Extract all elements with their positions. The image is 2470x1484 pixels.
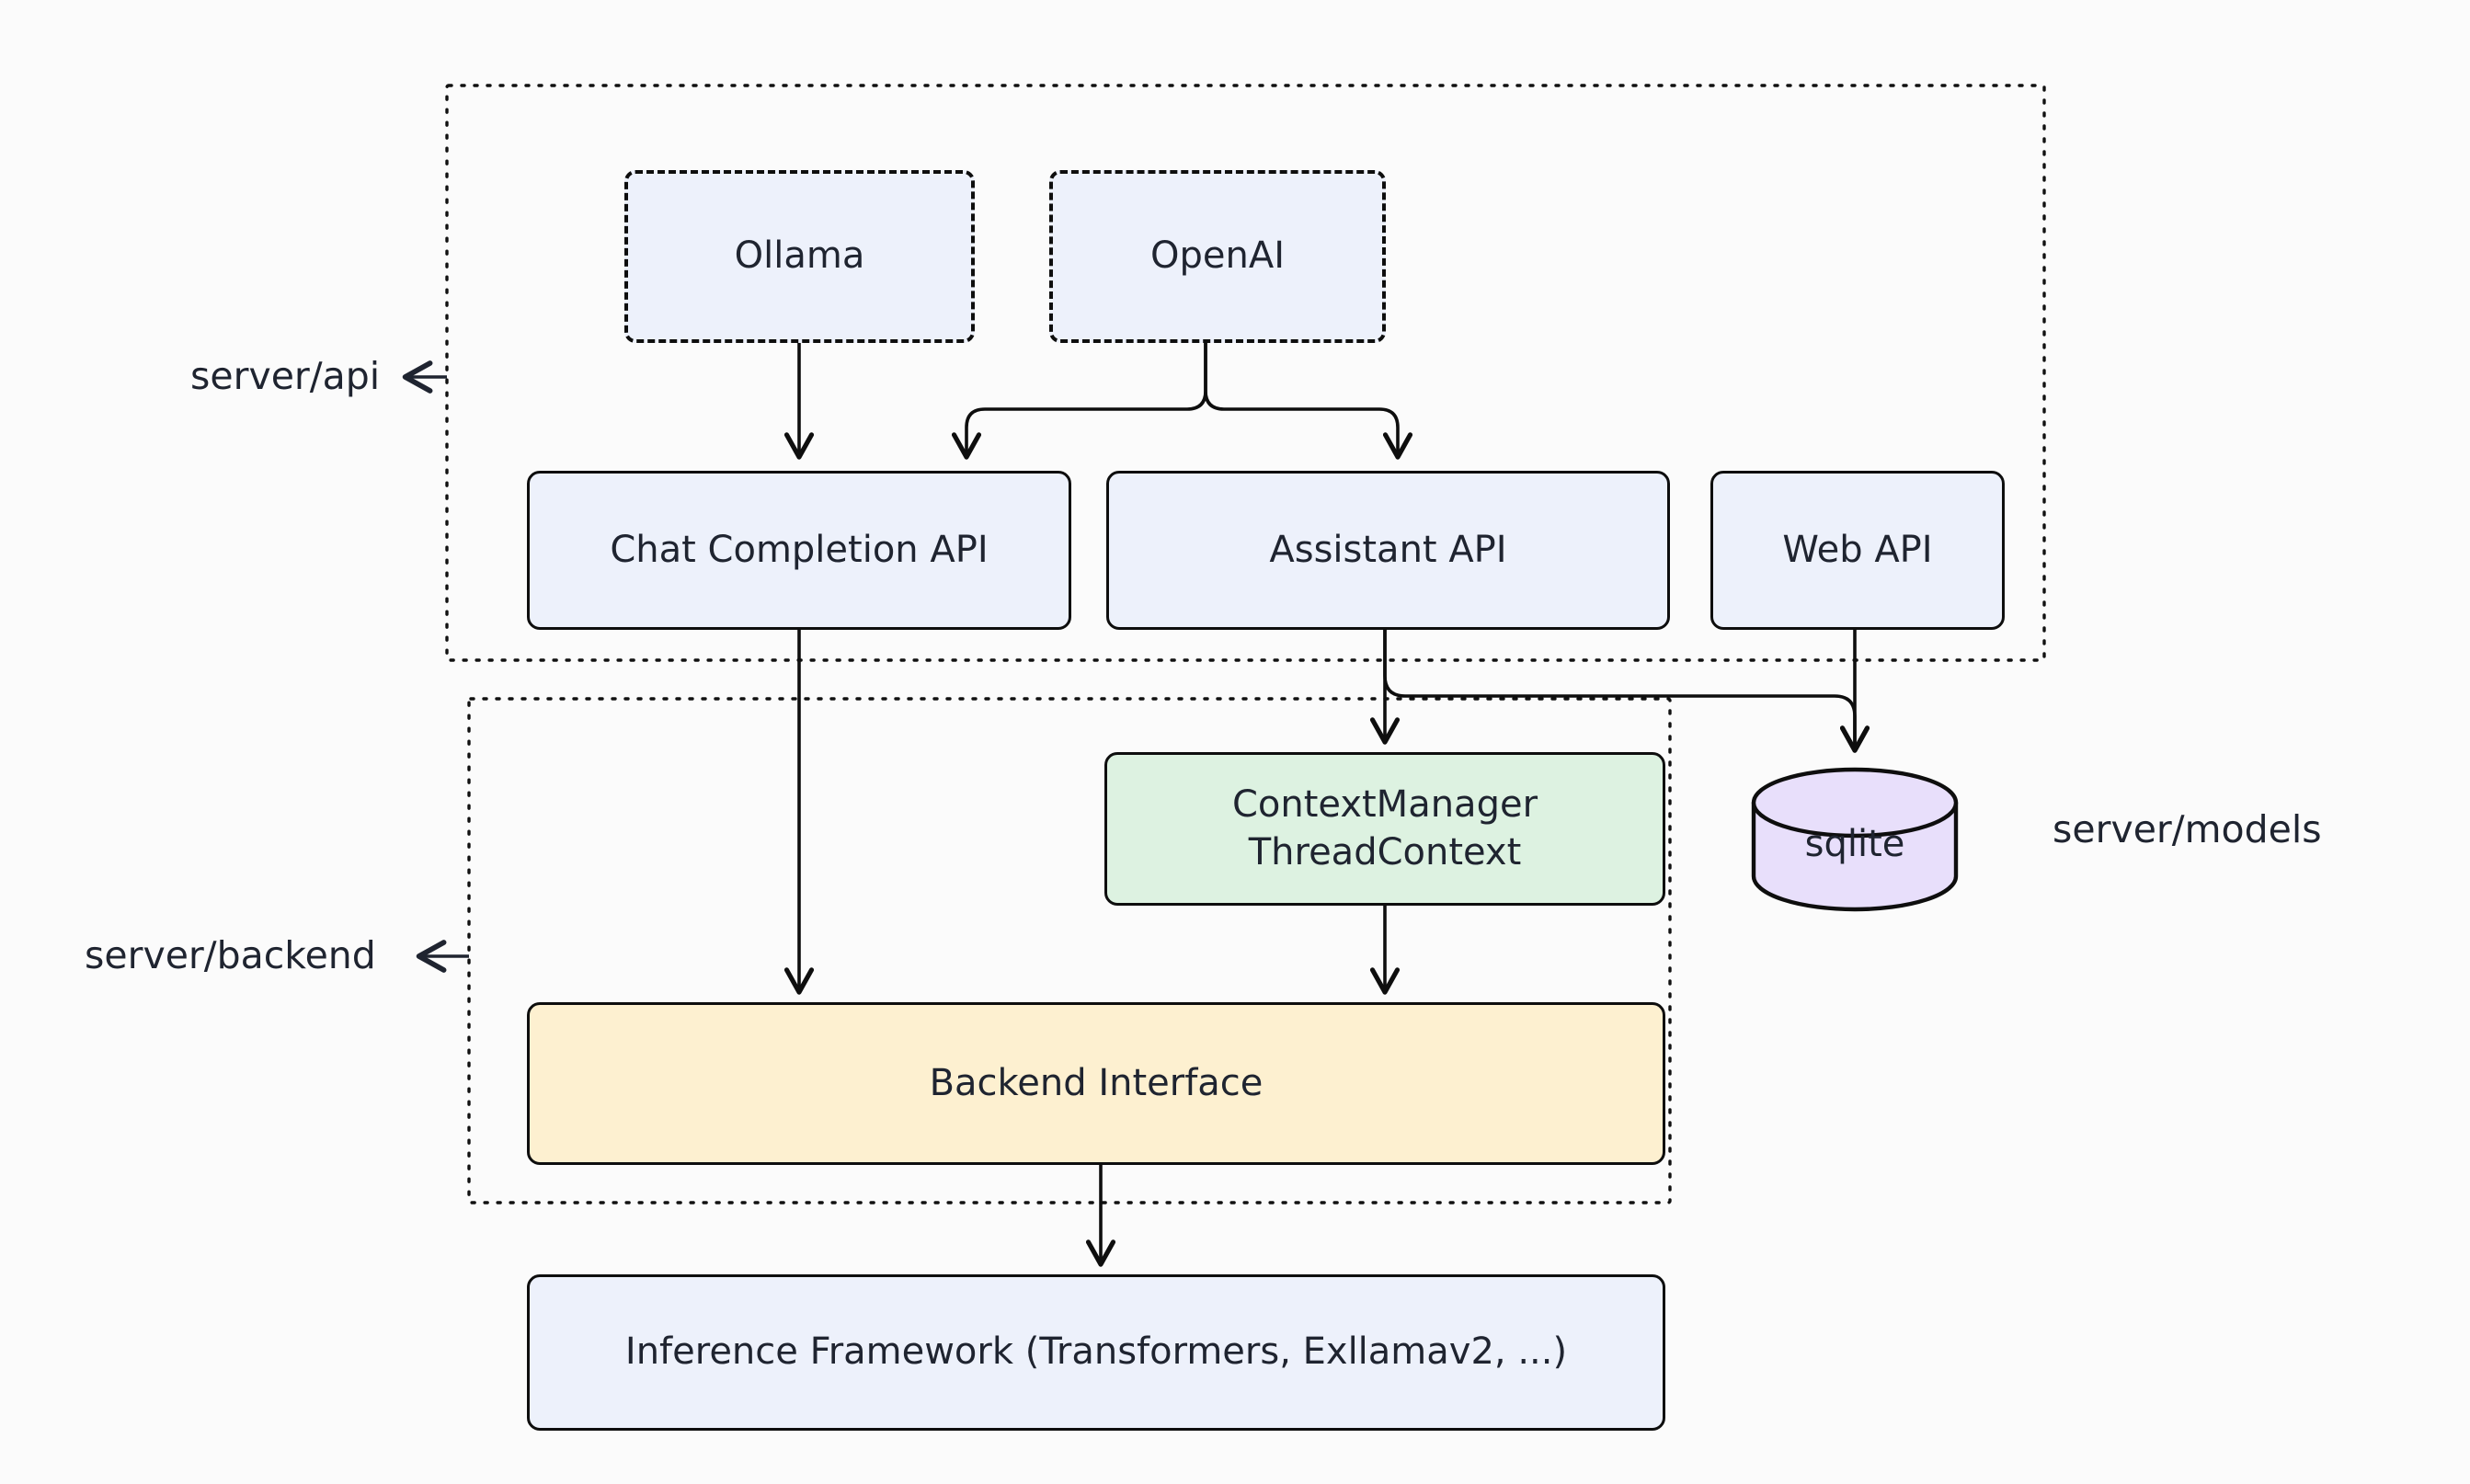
sqlite-cylinder-shape xyxy=(1751,767,1959,912)
node-chat-completion-api[interactable]: Chat Completion API xyxy=(527,471,1071,630)
edge-openai-to-assistant-api xyxy=(1204,341,1413,460)
group-label-server-api: server/api xyxy=(190,354,381,398)
group-box-server-api xyxy=(445,84,2046,662)
node-assistant-api[interactable]: Assistant API xyxy=(1106,471,1670,630)
node-ollama[interactable]: Ollama xyxy=(624,170,975,343)
edge-openai-to-chat-completion-api xyxy=(951,341,1207,460)
node-sqlite-label[interactable]: sqlite xyxy=(1804,823,1905,865)
node-contextmanager-threadcontext[interactable]: ContextManager ThreadContext xyxy=(1104,752,1665,906)
node-inference-framework[interactable]: Inference Framework (Transformers, Exlla… xyxy=(527,1274,1665,1431)
node-backend-interface[interactable]: Backend Interface xyxy=(527,1002,1665,1165)
node-openai[interactable]: OpenAI xyxy=(1049,170,1386,343)
group-box-server-backend xyxy=(467,697,1672,1204)
group-label-server-backend: server/backend xyxy=(85,933,376,977)
node-web-api[interactable]: Web API xyxy=(1710,471,2005,630)
group-label-server-models: server/models xyxy=(2053,807,2322,851)
edge-assistant-api-to-sqlite xyxy=(1383,628,1870,753)
